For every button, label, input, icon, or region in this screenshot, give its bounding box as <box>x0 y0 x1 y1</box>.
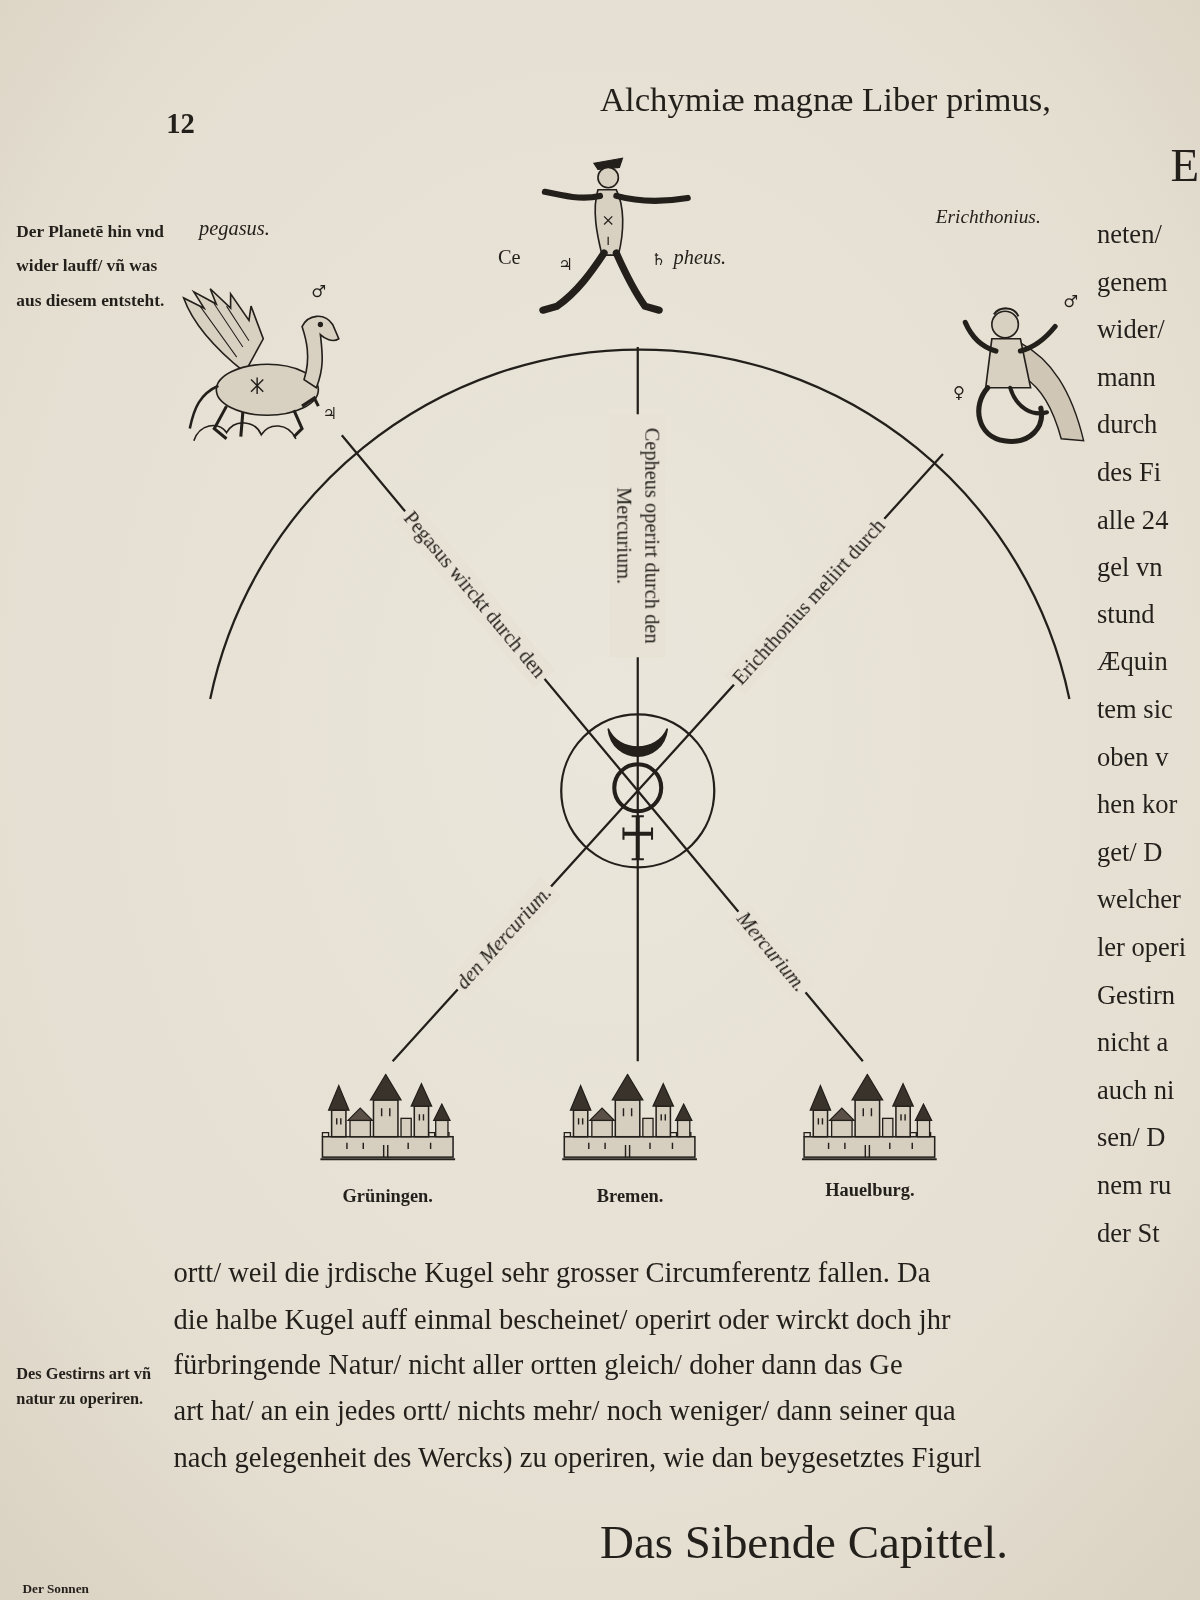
body-text-fragment: genem <box>1097 266 1168 298</box>
cepheus-figure <box>545 192 600 198</box>
city-illustration <box>320 1074 455 1159</box>
cepheus-figure <box>543 158 688 310</box>
city-illustration <box>562 1074 697 1159</box>
pegasus-figure <box>251 378 263 394</box>
erichthonius-figure <box>965 308 1083 441</box>
city-figure: Grüningen. <box>303 1061 472 1219</box>
figure-label: Erichthonius. <box>936 206 1041 229</box>
erichthonius-figure <box>986 339 1031 388</box>
pegasus-figure <box>194 423 296 441</box>
chapter-heading: Das Sibende Capittel. <box>600 1514 1008 1570</box>
erichthonius-figure <box>979 388 1042 442</box>
body-text-fragment: oben v <box>1097 741 1168 773</box>
planet-symbol: ♂ <box>1063 292 1078 312</box>
sky-arc <box>210 350 1069 699</box>
body-text-fragment: wider/ <box>1097 313 1165 345</box>
figure-label: pegasus. <box>199 215 270 239</box>
city-figure: Hauelburg. <box>788 1061 952 1219</box>
erichthonius-figure <box>1010 388 1047 414</box>
body-text-fragment: tem sic <box>1097 694 1173 726</box>
pegasus-figure <box>216 364 318 415</box>
body-text-fragment: alle 24 <box>1097 504 1168 536</box>
planet-symbol: ♂ <box>311 282 326 302</box>
body-text-fragment: sen/ D <box>1097 1122 1166 1154</box>
city-illustration <box>802 1074 937 1159</box>
cepheus-figure <box>543 253 604 310</box>
pegasus-figure <box>200 304 249 357</box>
body-text-fragment: nem ru <box>1097 1169 1171 1201</box>
initial-letter: E <box>1170 137 1199 193</box>
figure-label: Bremen. <box>543 1186 717 1208</box>
page-number: 12 <box>166 106 195 140</box>
figure-label: Ce <box>498 245 521 269</box>
margin-note: Des Gestirns art vñ natur zu operiren. <box>16 1360 169 1411</box>
body-text-fragment: mann <box>1097 361 1156 393</box>
figure-label: Hauelburg. <box>788 1180 952 1202</box>
cepheus-figure <box>604 216 612 245</box>
figure-label: Grüningen. <box>303 1186 472 1208</box>
running-header: Alchymiæ magnæ Liber primus, <box>600 80 1051 122</box>
constellation-figure: pegasus. <box>173 209 341 444</box>
sky-arc <box>210 350 1069 699</box>
pegasus-figure <box>319 323 323 327</box>
body-text-fragment: Der Sonnen <box>22 1581 88 1597</box>
body-text-fragment: Æquin <box>1097 646 1168 678</box>
constellation-figure: Ce pheus. <box>490 153 740 347</box>
pegasus-figure <box>302 316 339 387</box>
body-text-fragment: stund <box>1097 599 1154 631</box>
planet-symbol: ♃ <box>322 404 337 424</box>
constellation-figure: Erichthonius. <box>923 202 1091 454</box>
body-text-line: nach gelegenheit des Wercks) zu operiren… <box>173 1441 981 1475</box>
body-text-fragment: der St <box>1097 1217 1160 1249</box>
body-text-line: fürbringende Natur/ nicht aller ortten g… <box>173 1348 902 1382</box>
ray-line <box>393 454 943 1061</box>
erichthonius-figure <box>1020 327 1055 351</box>
planet-symbol: ♀ <box>953 383 965 403</box>
pegasus-figure <box>184 289 264 373</box>
body-text-fragment: Gestirn <box>1097 979 1175 1011</box>
body-text-fragment: welcher <box>1097 884 1181 916</box>
body-text-fragment: get/ D <box>1097 837 1163 869</box>
body-text-fragment: hen kor <box>1097 789 1177 821</box>
cepheus-figure <box>616 196 687 201</box>
line-label: Cepheus operirt durch den Mercurium. <box>610 414 665 657</box>
cepheus-figure <box>598 167 618 187</box>
body-text-fragment: auch ni <box>1097 1074 1174 1106</box>
erichthonius-figure <box>1020 343 1083 441</box>
pegasus-figure <box>190 386 219 429</box>
body-text-fragment: des Fi <box>1097 456 1161 488</box>
figure-label: pheus. <box>673 245 726 269</box>
erichthonius-figure <box>994 308 1018 316</box>
body-text-line: ortt/ weil die jrdische Kugel sehr gross… <box>173 1255 930 1289</box>
body-text-line: art hat/ an ein jedes ortt/ nichts mehr/… <box>173 1394 955 1428</box>
erichthonius-figure <box>992 311 1019 338</box>
pegasus-figure <box>214 398 318 439</box>
body-text-fragment: nicht a <box>1097 1027 1168 1059</box>
city-illustration <box>320 1074 936 1159</box>
city-figure: Bremen. <box>543 1061 717 1219</box>
planet-symbol: ♃ <box>558 255 573 275</box>
planet-symbol: ♄ <box>651 250 666 270</box>
body-text-line: die halbe Kugel auff einmal bescheinet/ … <box>173 1302 950 1336</box>
pegasus-figure <box>184 289 339 441</box>
body-text-fragment: neten/ <box>1097 218 1162 250</box>
erichthonius-figure <box>965 322 996 351</box>
margin-note: Der Planetē hin vnd wider lauff/ vñ was … <box>16 214 171 318</box>
body-text-fragment: ler operi <box>1097 932 1186 964</box>
body-text-fragment: gel vn <box>1097 551 1163 583</box>
ray-line <box>342 435 863 1061</box>
body-text-fragment: durch <box>1097 409 1157 441</box>
